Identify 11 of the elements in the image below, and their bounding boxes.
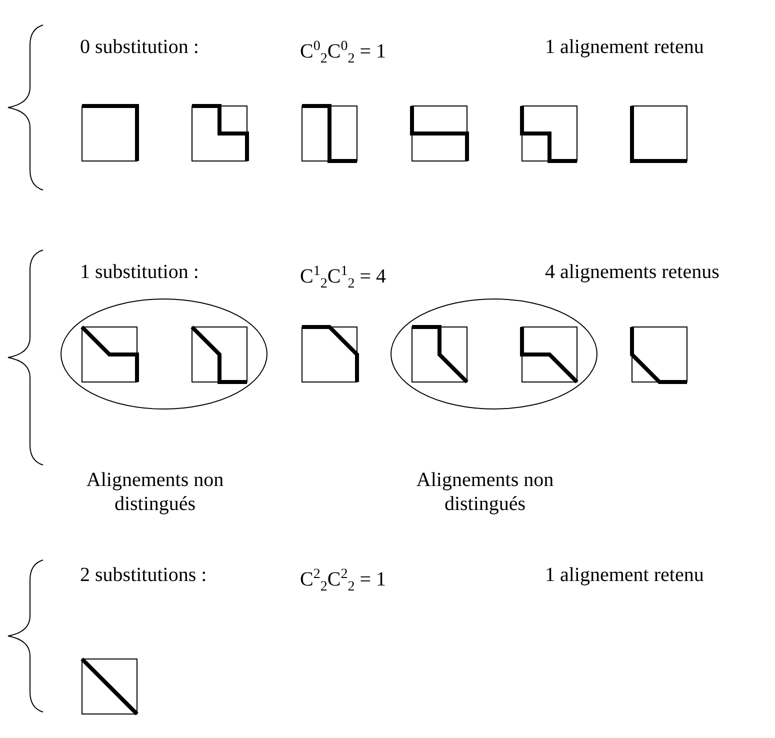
result-text: 4 alignements retenus [545,260,720,284]
result-text: 1 alignement retenu [545,35,704,59]
formula: C$^{0}$$_{2}$C$^{0}$$_{2}$ = 1 [300,38,386,69]
row-heading: 0 substitution : [80,35,199,59]
formula: C$^{1}$$_{2}$C$^{1}$$_{2}$ = 4 [300,263,386,294]
formula: C$^{2}$$_{2}$C$^{2}$$_{2}$ = 1 [300,566,386,597]
group-caption: Alignements non distingués [415,468,555,516]
group-caption: Alignements non distingués [85,468,225,516]
result-text: 1 alignement retenu [545,563,704,587]
row-heading: 1 substitution : [80,260,199,284]
row-heading: 2 substitutions : [80,563,207,587]
